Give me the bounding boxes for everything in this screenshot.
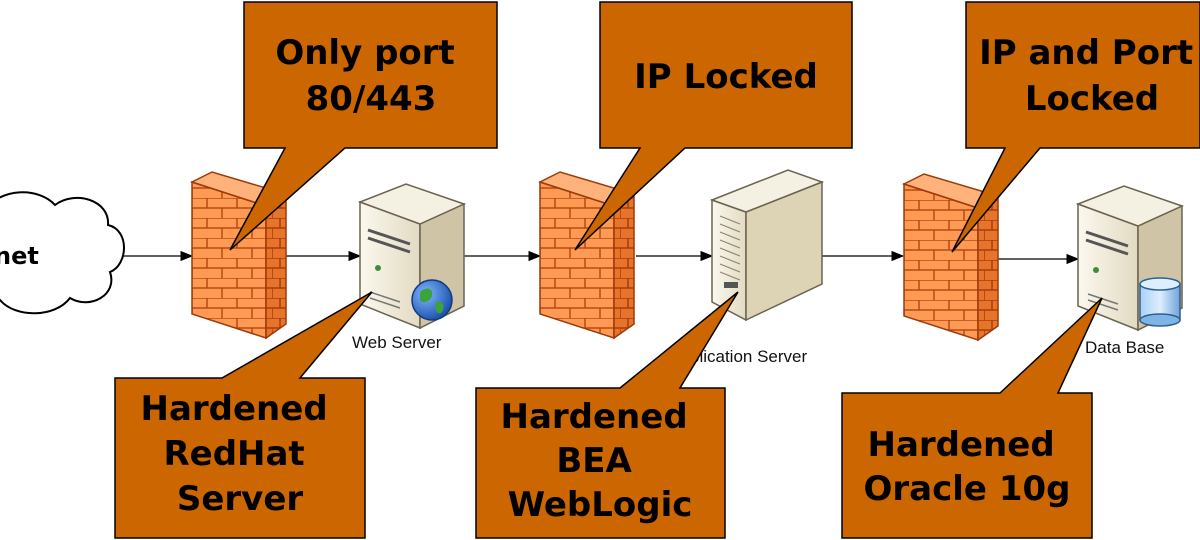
callout-line: Server xyxy=(177,479,304,519)
callout-line: WebLogic xyxy=(508,485,693,525)
svg-text:Hardened RedHat Se: Hardened RedHat Server xyxy=(140,389,339,519)
svg-text:Hardened Oracle 10g: Hardened Oracle 10g xyxy=(864,425,1071,509)
callout-top-app: IP Locked xyxy=(574,1,853,251)
database-server-node: Data Base xyxy=(1075,185,1185,357)
callout-line: Locked xyxy=(1025,79,1159,119)
callout-line: Hardened xyxy=(140,389,327,429)
callout-line: Oracle 10g xyxy=(864,469,1071,509)
database-cylinder-icon xyxy=(1139,277,1181,327)
callout-line: IP and Port xyxy=(979,33,1193,73)
callout-line: RedHat xyxy=(163,434,304,474)
web-server-icon xyxy=(357,183,467,330)
callout-line: Hardened xyxy=(500,397,687,437)
callout-shape xyxy=(841,297,1103,539)
callout-bottom-web: Hardened RedHat Server xyxy=(114,291,373,539)
application-server-label: plication Server xyxy=(690,347,808,366)
connection-lines xyxy=(122,250,1080,265)
callout-line: Hardened xyxy=(867,425,1054,465)
callout-line: IP Locked xyxy=(634,57,818,97)
svg-text:IP Locked: IP Locked xyxy=(634,57,818,97)
web-server-node: Web Server xyxy=(352,183,467,352)
database-server-label: Data Base xyxy=(1085,338,1164,357)
svg-text:Only port 80/443: Only port 80/443 xyxy=(275,33,466,119)
application-server-node: plication Server xyxy=(690,169,825,366)
firewall-3 xyxy=(902,173,1000,342)
callout-shape xyxy=(229,1,498,251)
callout-shape xyxy=(114,291,373,539)
callout-shape xyxy=(951,1,1200,253)
application-server-icon xyxy=(709,169,825,322)
globe-icon xyxy=(411,279,453,321)
svg-text:IP and Port Locked: IP and Port Locked xyxy=(979,33,1200,119)
callout-line: BEA xyxy=(556,441,632,481)
callout-bottom-app: Hardened BEA WebLogic xyxy=(475,291,739,539)
callout-shape xyxy=(475,291,739,539)
callout-line: Only port xyxy=(275,33,454,73)
database-server-icon xyxy=(1075,185,1185,332)
callout-top-db: IP and Port Locked xyxy=(951,1,1200,253)
cloud-icon xyxy=(0,191,125,315)
web-server-label: Web Server xyxy=(352,333,442,352)
callout-line: 80/443 xyxy=(306,79,437,119)
cloud-label: net xyxy=(0,242,39,270)
internet-cloud: net xyxy=(0,191,125,315)
callout-top-web: Only port 80/443 xyxy=(229,1,498,251)
callout-shape xyxy=(574,1,853,251)
svg-text:Hardened BEA WebLo: Hardened BEA WebLogic xyxy=(500,397,699,525)
brick-firewall-icon xyxy=(902,173,1000,342)
callout-bottom-db: Hardened Oracle 10g xyxy=(841,297,1103,539)
